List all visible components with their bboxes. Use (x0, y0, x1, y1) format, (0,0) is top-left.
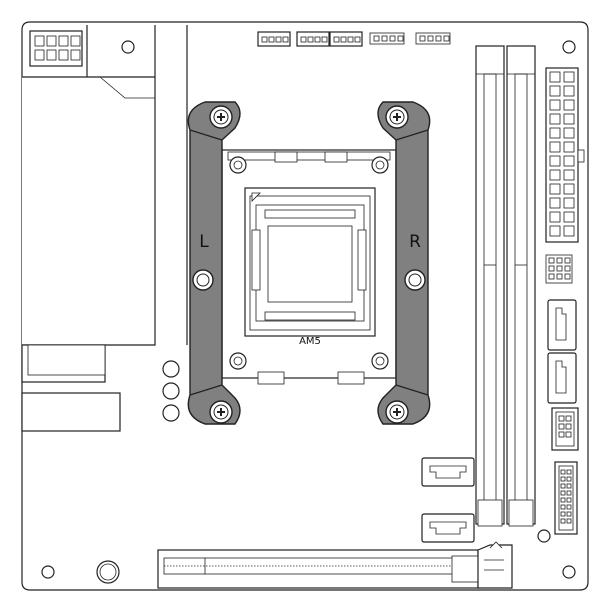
phillips-screw-icon (385, 105, 409, 129)
fan-header-1 (257, 31, 291, 47)
phillips-screw-icon (209, 105, 233, 129)
dimm-slot-b (506, 45, 536, 527)
cooler-bracket-right (377, 101, 431, 425)
fan-header-2 (296, 31, 330, 47)
bracket-standoff-right (404, 269, 426, 291)
sata-port-vertical-2 (547, 352, 577, 404)
rear-io-ports (21, 344, 121, 432)
phillips-screw-icon (385, 400, 409, 424)
rgb-header-2 (415, 32, 451, 45)
socket-label: AM5 (299, 336, 321, 347)
cpu-power-connector (29, 30, 83, 67)
fan-header-3 (329, 31, 363, 47)
audio-jacks (162, 360, 180, 422)
usb-header (551, 407, 579, 451)
sata-port-horizontal-1 (421, 457, 475, 487)
sata-port-horizontal-2 (421, 513, 475, 543)
cooler-bracket-left (187, 101, 241, 425)
atx-24pin-power (545, 67, 585, 243)
small-pin-header (545, 254, 573, 284)
dimm-slot-a (475, 45, 505, 527)
phillips-screw-icon (209, 400, 233, 424)
bracket-right-label: R (409, 232, 421, 252)
pcie-slot (157, 541, 513, 589)
sata-port-vertical-1 (547, 299, 577, 351)
bracket-left-label: L (199, 232, 209, 252)
rgb-header-1 (369, 32, 405, 45)
mounting-hole-icon (41, 40, 576, 584)
usb3-header (554, 461, 578, 535)
cpu-socket (221, 149, 397, 385)
bracket-standoff-left (192, 269, 214, 291)
